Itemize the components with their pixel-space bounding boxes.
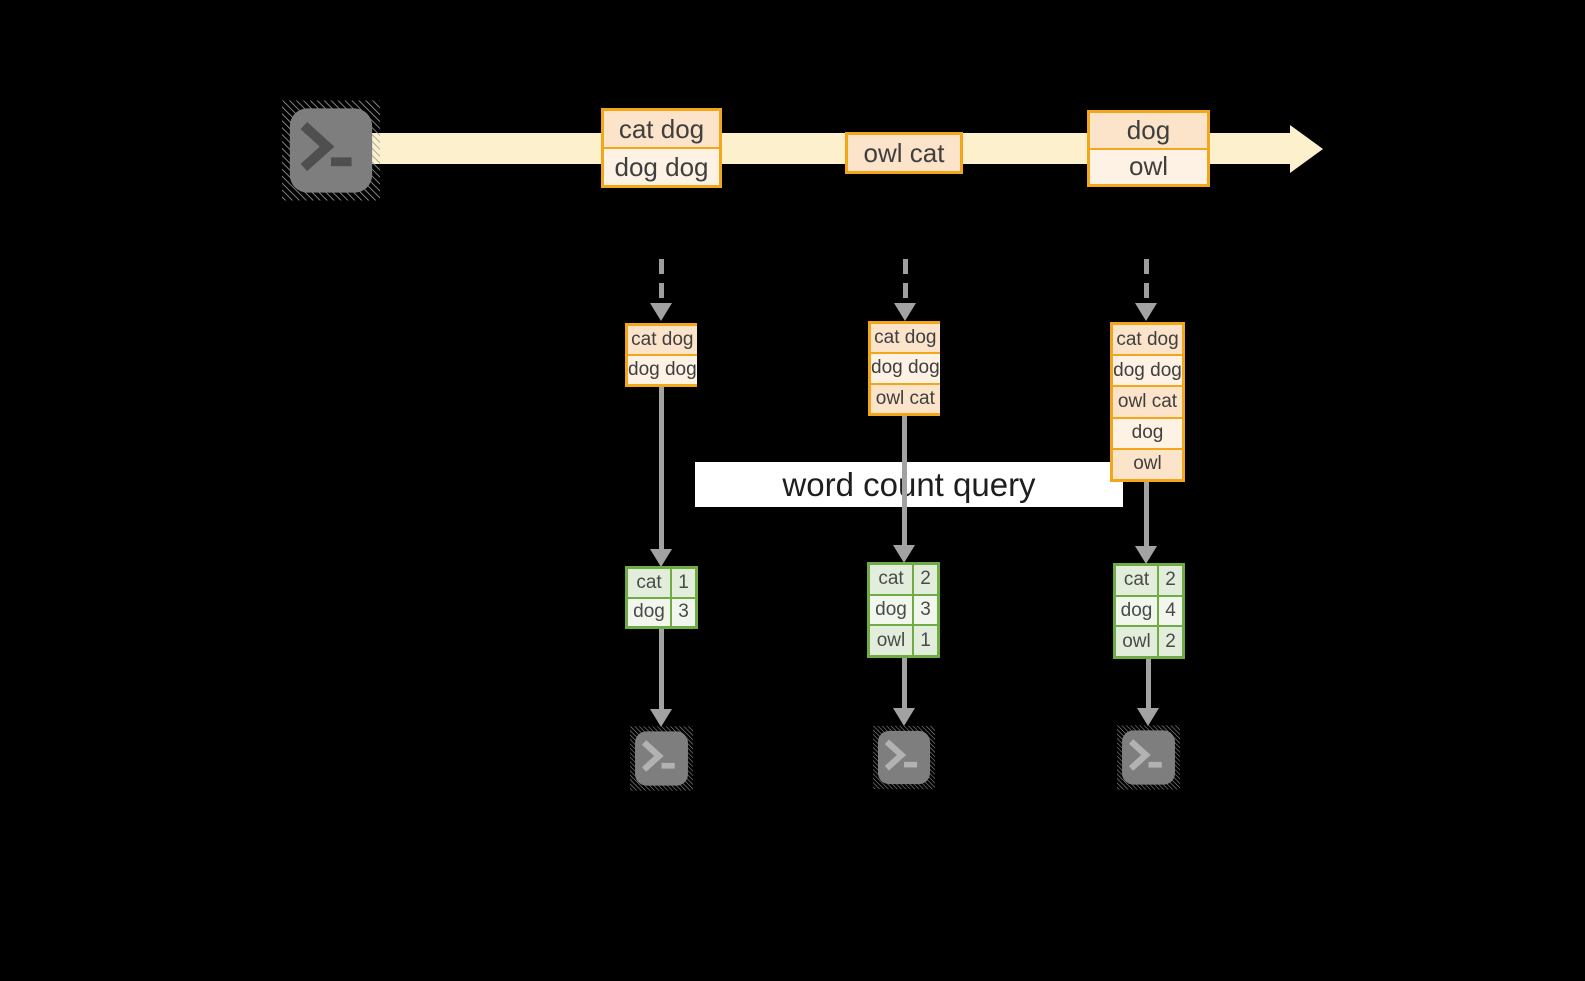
word-cell: cat <box>628 569 670 597</box>
word-cell: cat <box>1116 566 1157 595</box>
stream-batch-2-box: owl cat <box>845 132 963 174</box>
sink-terminal-icon-2 <box>873 725 935 790</box>
result-arrow-1-head-icon <box>650 709 672 727</box>
batch-message: owl cat <box>848 135 960 171</box>
query-label: word count query <box>695 462 1123 507</box>
result-arrow-1 <box>659 629 664 709</box>
input-row: cat dog <box>871 324 940 353</box>
query-arrow-1 <box>659 387 664 549</box>
input-row: dog dog <box>871 354 940 383</box>
count-cell: 1 <box>672 569 695 597</box>
count-cell: 4 <box>1159 596 1182 626</box>
word-cell: dog <box>870 595 912 625</box>
count-cell: 3 <box>672 598 695 626</box>
word-cell: owl <box>1116 627 1157 656</box>
result-arrow-2 <box>902 658 907 708</box>
input-row: cat dog <box>628 326 697 354</box>
result-arrow-3-head-icon <box>1137 708 1159 726</box>
input-row: dog dog <box>628 356 697 384</box>
input-row: dog dog <box>1113 356 1182 386</box>
word-cell: dog <box>1116 596 1157 626</box>
word-cell: dog <box>628 598 670 626</box>
word-count-table-1: cat 1 dog 3 <box>625 566 698 629</box>
result-arrow-2-head-icon <box>893 708 915 726</box>
batch-message: dog <box>1090 113 1207 148</box>
microbatch-arrow-3 <box>1144 259 1149 303</box>
count-cell: 2 <box>914 565 937 594</box>
input-batch-stack-2: cat dog dog dog owl cat <box>868 321 940 416</box>
stream-batch-1-box: cat dog dog dog <box>601 108 722 188</box>
query-arrow-1-head-icon <box>650 549 672 567</box>
stream-arrow-head-icon <box>1290 125 1323 173</box>
count-cell: 2 <box>1159 566 1182 595</box>
stream-batch-3-box: dog owl <box>1087 110 1210 187</box>
input-row: owl cat <box>1113 387 1182 417</box>
input-row: owl <box>1113 449 1182 479</box>
query-arrow-3-head-icon <box>1135 546 1157 564</box>
sink-terminal-icon-1 <box>630 726 693 791</box>
count-cell: 2 <box>1159 627 1182 656</box>
word-count-table-3: cat 2 dog 4 owl 2 <box>1113 563 1185 659</box>
microbatch-arrow-2 <box>903 259 908 303</box>
batch-message: dog dog <box>604 149 719 185</box>
batch-message: owl <box>1090 149 1207 184</box>
query-arrow-3 <box>1144 482 1149 546</box>
input-batch-stack-1: cat dog dog dog <box>625 323 697 387</box>
source-terminal-icon <box>282 100 380 201</box>
query-arrow-2-head-icon <box>893 545 915 563</box>
count-cell: 3 <box>914 595 937 625</box>
word-cell: owl <box>870 626 912 655</box>
word-cell: cat <box>870 565 912 594</box>
microbatch-arrow-3-head-icon <box>1135 303 1157 321</box>
batch-message: cat dog <box>604 111 719 147</box>
microbatch-arrow-1-head-icon <box>650 303 672 321</box>
microbatch-arrow-1 <box>659 259 664 303</box>
count-cell: 1 <box>914 626 937 655</box>
input-row: cat dog <box>1113 325 1182 355</box>
input-batch-stack-3: cat dog dog dog owl cat dog owl <box>1110 322 1185 482</box>
query-arrow-2 <box>902 416 907 545</box>
input-row: dog <box>1113 418 1182 448</box>
word-count-table-2: cat 2 dog 3 owl 1 <box>867 562 940 658</box>
input-row: owl cat <box>871 384 940 413</box>
result-arrow-3 <box>1146 659 1151 708</box>
sink-terminal-icon-3 <box>1117 725 1180 790</box>
microbatch-arrow-2-head-icon <box>894 303 916 321</box>
